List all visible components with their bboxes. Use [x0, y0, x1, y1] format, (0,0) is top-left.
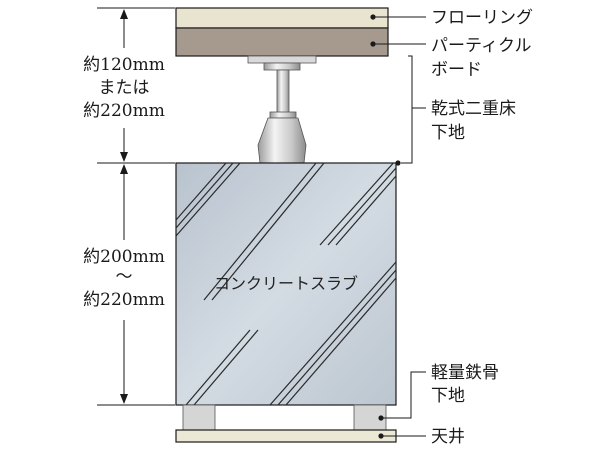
label-dry-floor-1: 乾式二重床: [431, 99, 516, 119]
dim-lower-text-1: 約200mm: [83, 247, 165, 267]
callout-leaders: [373, 16, 426, 437]
callout-dots: [370, 14, 401, 439]
dim-lower-text-2: ～: [116, 267, 133, 287]
label-ceiling: 天井: [431, 427, 465, 447]
dim-upper-text-2: または: [99, 78, 150, 98]
arrow-up-icon: [120, 164, 128, 174]
pedestal-top-pad: [247, 55, 317, 64]
particleboard-layer: [175, 27, 389, 57]
floor-support-pedestal: [247, 55, 317, 164]
label-dry-floor-2: 下地: [431, 123, 465, 143]
label-particleboard-1: パーティクル: [431, 36, 531, 56]
pedestal-bolt: [276, 69, 290, 115]
slab-hatching: [176, 163, 396, 405]
pedestal-base: [257, 117, 307, 164]
dim-upper-text-3: 約220mm: [83, 101, 165, 121]
ceiling-board: [175, 429, 397, 443]
arrow-down-icon: [120, 152, 128, 162]
label-steel-furring-2: 下地: [431, 386, 465, 406]
arrow-down-icon: [120, 394, 128, 404]
arrow-up-icon: [120, 9, 128, 19]
concrete-slab: [175, 162, 397, 406]
flooring-layer: [175, 7, 389, 29]
slab-label: コンクリートスラブ: [214, 274, 358, 293]
dimension-lines: [97, 7, 175, 406]
leader-dry-floor: [401, 55, 413, 164]
pedestal-nut: [269, 111, 297, 119]
dim-upper-text-1: 約120mm: [83, 55, 165, 75]
label-flooring: フローリング: [431, 8, 533, 28]
leader-steel-furring: [381, 371, 426, 419]
steel-furring-left: [182, 404, 216, 431]
label-steel-furring-1: 軽量鉄骨: [431, 363, 499, 383]
pedestal-head: [263, 62, 301, 71]
dim-lower-text-3: 約220mm: [83, 290, 165, 310]
label-particleboard-2: ボード: [431, 60, 482, 80]
dimension-arrows: [120, 9, 128, 404]
